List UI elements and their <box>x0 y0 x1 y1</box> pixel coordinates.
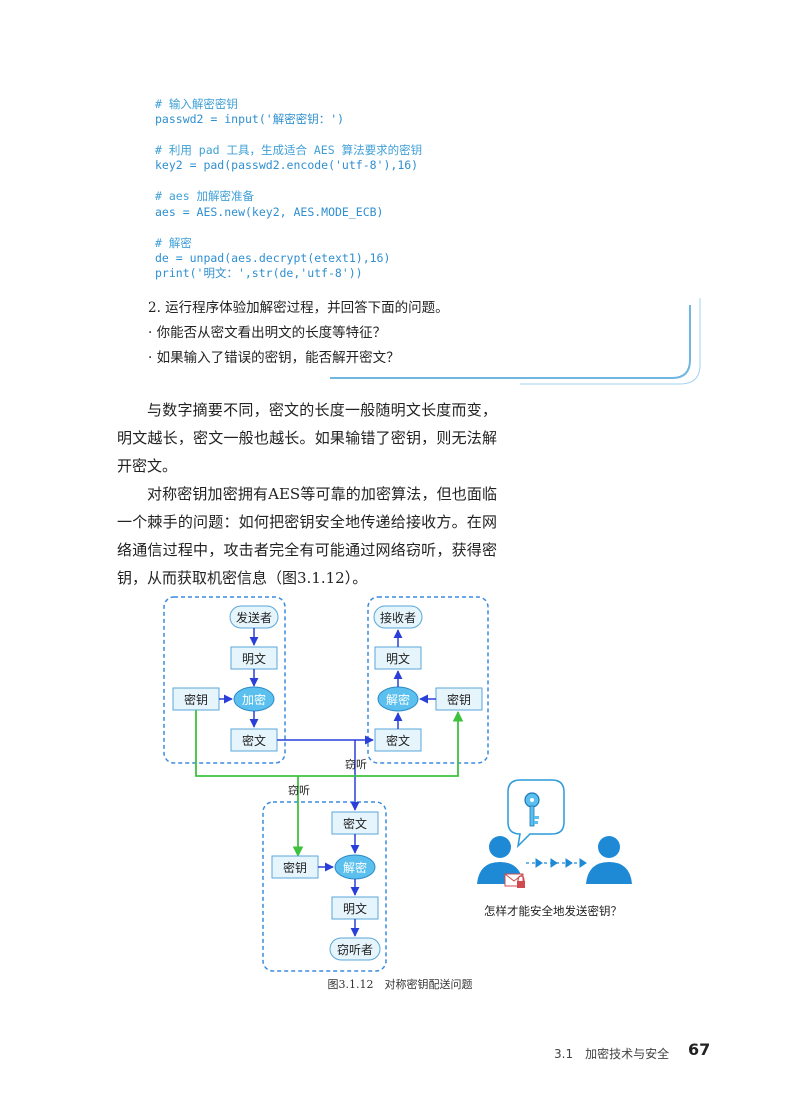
receiver-label: 接收者 <box>380 610 416 625</box>
task-question: · 如果输入了错误的密钥，能否解开密文？ <box>148 350 400 366</box>
activity-box-border <box>330 298 701 385</box>
key-exchange-illustration <box>477 779 632 888</box>
figure-caption: 图3.1.12 对称密钥配送问题 <box>328 977 473 991</box>
key-icon <box>524 792 540 827</box>
code-comment: # 输入解密密钥 <box>155 97 238 111</box>
code-line: passwd2 = input('解密密钥：') <box>155 112 345 126</box>
code-line: key2 = pad(passwd2.encode('utf-8'),16) <box>155 158 419 172</box>
body-paragraph: 与数字摘要不同，密文的长度一般随明文长度而变，明文越长，密文一般也越长。如果输错… <box>117 401 497 475</box>
key-label: 密钥 <box>447 692 471 707</box>
running-footer: 3.1 加密技术与安全 <box>554 1047 670 1061</box>
eavesdrop-label: 窃听 <box>345 757 367 771</box>
speech-bubble-icon <box>507 779 565 849</box>
receiver-group-frame <box>367 596 489 764</box>
sender-group-frame <box>163 596 286 764</box>
receiver-node <box>373 605 423 629</box>
sender-label: 发送者 <box>236 610 272 625</box>
key-transmission-line <box>195 710 464 777</box>
listener-node <box>329 937 381 961</box>
code-comment: # 解密 <box>155 236 192 250</box>
transfer-arrows-icon <box>526 858 587 868</box>
page-number: 67 <box>688 1040 711 1059</box>
key-label: 密钥 <box>184 692 208 707</box>
plaintext-label: 明文 <box>386 651 410 666</box>
plaintext-label: 明文 <box>343 901 367 916</box>
illustration-caption: 怎样才能安全地发送密钥？ <box>484 904 622 918</box>
locked-envelope-icon <box>504 873 525 888</box>
receiver-person-icon <box>586 836 632 884</box>
plaintext-label: 明文 <box>242 651 266 666</box>
key-distribution-diagram: 发送者 明文 密钥 加密 密文 接收者 明文 解密 密钥 密文 窃听 窃听 密文… <box>163 596 632 991</box>
key-label: 密钥 <box>283 860 307 875</box>
ciphertext-label: 密文 <box>242 733 266 748</box>
eavesdropper-group-frame <box>262 801 387 972</box>
decrypt-label: 解密 <box>386 692 410 707</box>
decrypt-label: 解密 <box>343 860 367 875</box>
task-heading: 2. 运行程序体验加解密过程，并回答下面的问题。 <box>148 300 449 316</box>
code-line: de = unpad(aes.decrypt(etext1),16) <box>155 251 391 265</box>
body-paragraph: 对称密钥加密拥有AES等可靠的加密算法，但也面临一个棘手的问题：如何把密钥安全地… <box>117 485 497 587</box>
listener-label: 窃听者 <box>337 942 373 957</box>
eavesdrop-label: 窃听 <box>288 783 310 797</box>
code-comment: # 利用 pad 工具，生成适合 AES 算法要求的密钥 <box>155 143 423 157</box>
sender-person-icon <box>477 836 523 884</box>
task-question: · 你能否从密文看出明文的长度等特征？ <box>148 325 387 341</box>
code-comment: # aes 加解密准备 <box>155 189 255 203</box>
ciphertext-label: 密文 <box>386 733 410 748</box>
encrypt-label: 加密 <box>242 692 266 707</box>
ciphertext-label: 密文 <box>343 816 367 831</box>
code-line: print('明文：',str(de,'utf-8')) <box>155 266 363 280</box>
code-line: aes = AES.new(key2, AES.MODE_ECB) <box>155 205 384 219</box>
